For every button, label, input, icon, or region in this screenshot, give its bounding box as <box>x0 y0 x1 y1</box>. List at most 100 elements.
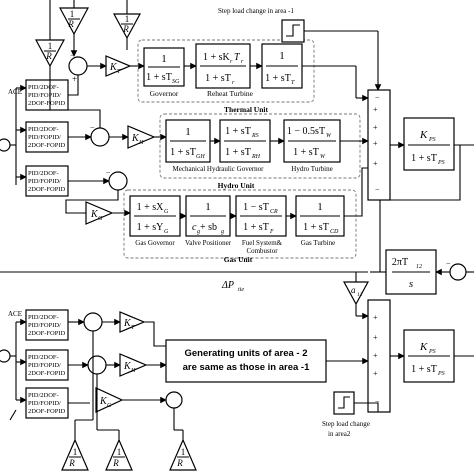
svg-text:1 + sT: 1 + sT <box>205 73 231 84</box>
svg-text:PID/FOPID/: PID/FOPID/ <box>28 178 61 185</box>
svg-text:1 + sX: 1 + sX <box>137 202 165 213</box>
area2-thermal-sum-junction <box>83 312 103 332</box>
reheat-turbine-label: Reheat Turbine <box>207 89 254 98</box>
controller-area2-hydro: PID/2DOF- PID/FOPID/ 2DOF-FOPID <box>25 349 69 381</box>
svg-text:1: 1 <box>205 201 211 213</box>
step-load-area2-label-1: Step load change <box>322 420 370 428</box>
svg-text:K: K <box>419 341 428 353</box>
svg-text:+: + <box>373 123 378 132</box>
svg-text:g: g <box>197 229 200 235</box>
svg-text:K: K <box>123 361 132 372</box>
svg-text:2πT: 2πT <box>392 257 408 268</box>
ace1-junction <box>0 138 11 152</box>
svg-text:H: H <box>130 368 136 374</box>
svg-text:PS: PS <box>437 160 445 166</box>
ace2-label: ACE <box>8 310 22 318</box>
svg-text:1 − 0.5sT: 1 − 0.5sT <box>287 126 325 137</box>
controller-area1-hydro: PID/2DOF- PID/FOPID/ 2DOF-FOPID <box>25 121 69 153</box>
droop-gain-top-left: 1 R <box>58 7 90 36</box>
svg-text:1: 1 <box>185 126 191 138</box>
svg-text:K: K <box>109 62 118 73</box>
svg-text:K: K <box>90 209 99 220</box>
gas-unit-boundary <box>123 189 357 259</box>
step-load-area2-block <box>333 391 355 415</box>
svg-text:PID/2DOF-: PID/2DOF- <box>28 84 59 91</box>
controller-area1-thermal: PID/2DOF- PID/FOPID/ 2DOF-FOPID <box>25 79 69 111</box>
svg-text:+: + <box>373 313 378 322</box>
hydro-gain-kh: K H <box>127 125 156 149</box>
svg-text:1 − sT: 1 − sT <box>243 202 269 213</box>
svg-text:2DOF-FOPID: 2DOF-FOPID <box>28 142 66 149</box>
svg-text:1 + sT: 1 + sT <box>265 73 291 84</box>
svg-text:PID/2DOF-: PID/2DOF- <box>28 314 59 321</box>
svg-text:G: G <box>164 229 169 235</box>
svg-text:+: + <box>373 351 378 360</box>
controller-area2-gas: PID/2DOF- PID/FOPID/ 2DOF-FOPID <box>25 387 69 419</box>
fuel-system-block: 1 − sT CR 1 + sT F <box>235 195 287 237</box>
step-load-area1-block <box>281 19 305 43</box>
svg-text:r: r <box>232 80 235 86</box>
area2-gas-sum-junction <box>165 391 183 409</box>
svg-text:1 + sT: 1 + sT <box>303 222 329 233</box>
svg-text:2DOF-FOPID: 2DOF-FOPID <box>28 186 66 193</box>
svg-text:1: 1 <box>161 53 167 65</box>
svg-text:R: R <box>67 19 74 29</box>
svg-text:PID/2DOF-: PID/2DOF- <box>28 392 59 399</box>
gas-turbine-label: Gas Turbine <box>301 239 335 247</box>
svg-text:−: − <box>446 259 451 268</box>
svg-text:PS: PS <box>428 349 436 355</box>
svg-text:1: 1 <box>279 50 285 62</box>
svg-text:+: + <box>373 139 378 148</box>
power-system-area1-block: K PS 1 + sT PS <box>403 117 455 171</box>
svg-text:T: T <box>291 80 295 86</box>
tie-line-label: ΔP <box>221 280 234 291</box>
svg-text:are same as those in area -1: are same as those in area -1 <box>183 362 310 373</box>
svg-text:T: T <box>234 52 241 63</box>
svg-text:s: s <box>409 278 413 290</box>
svg-text:1: 1 <box>73 447 78 457</box>
svg-text:K: K <box>123 318 132 329</box>
svg-text:1 + sT: 1 + sT <box>411 364 437 375</box>
svg-text:1: 1 <box>181 447 186 457</box>
svg-text:1 + sY: 1 + sY <box>137 222 164 233</box>
svg-text:K: K <box>131 133 140 144</box>
gas-gain-kg: K G <box>85 201 114 225</box>
thermal-unit-label: Thermal Unit <box>224 105 268 114</box>
svg-text:PS: PS <box>428 137 436 143</box>
svg-text:F: F <box>269 229 274 235</box>
svg-text:R: R <box>45 51 52 61</box>
svg-text:2DOF-FOPID: 2DOF-FOPID <box>28 408 66 415</box>
svg-text:a: a <box>351 285 356 295</box>
reheat-turbine-block: 1 + sK r T r 1 + sT r <box>195 43 251 89</box>
hydro-unit-label: Hydro Unit <box>218 181 255 190</box>
svg-text:1: 1 <box>48 41 53 51</box>
svg-text:1 + sT: 1 + sT <box>243 222 269 233</box>
svg-text:1 + sT: 1 + sT <box>170 147 196 158</box>
valve-positioner-block: 1 c g + sb g <box>185 195 231 237</box>
svg-text:K: K <box>99 396 108 407</box>
svg-text:1: 1 <box>117 447 122 457</box>
svg-text:−: − <box>375 185 380 194</box>
svg-text:1 + sT: 1 + sT <box>225 147 251 158</box>
svg-text:R: R <box>68 458 75 468</box>
svg-text:2DOF-FOPID: 2DOF-FOPID <box>28 330 66 337</box>
svg-text:tie: tie <box>238 287 244 293</box>
svg-text:+: + <box>373 105 378 114</box>
droop-gain-top-right: 1 R <box>112 13 142 40</box>
svg-text:T: T <box>131 325 135 331</box>
gas-sum-junction: − <box>106 168 128 191</box>
step-load-area1-label: Step load change in area -1 <box>218 7 294 15</box>
svg-text:−: − <box>70 50 75 60</box>
area2-droop-gas: 1 R <box>169 438 197 471</box>
thermal-governor-block: 1 1 + sT SG <box>143 47 185 87</box>
svg-text:RH: RH <box>251 154 261 160</box>
controller-area1-gas: PID/2DOF- PID/FOPID/ 2DOF-FOPID <box>25 165 69 197</box>
hydro-unit-boundary <box>159 113 361 179</box>
gas-governor-block: 1 + sX G 1 + sY G <box>129 195 181 237</box>
gas-turbine-block: 1 1 + sT CD <box>295 195 345 237</box>
svg-text:1 + sT: 1 + sT <box>293 147 319 158</box>
svg-text:g: g <box>221 229 224 235</box>
svg-text:PID/FOPID/: PID/FOPID/ <box>28 362 61 369</box>
svg-text:r: r <box>230 59 233 65</box>
